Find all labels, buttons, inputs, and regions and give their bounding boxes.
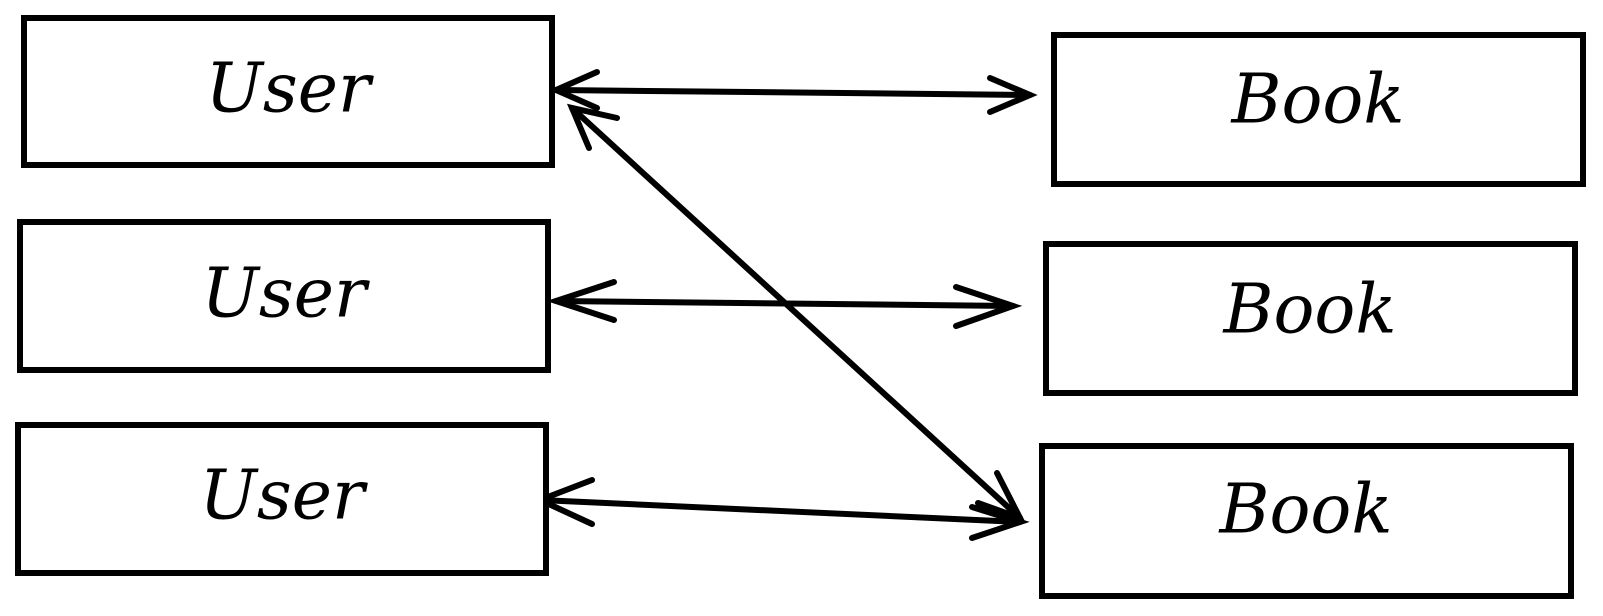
node-label: Book — [1217, 471, 1392, 550]
node-box — [1043, 241, 1578, 396]
edge-user1-book1 — [548, 69, 1038, 115]
arrow-head-right — [969, 504, 1030, 541]
arrow-head-left — [546, 279, 617, 323]
node-label: User — [200, 457, 368, 536]
node-box — [15, 422, 549, 576]
node-book-3: Book — [1039, 443, 1574, 599]
arrow-head-upper — [566, 103, 620, 151]
arrow-head-left — [548, 69, 600, 111]
node-label: User — [206, 50, 374, 129]
node-user-3: User — [15, 422, 549, 576]
arrow-head-right — [953, 284, 1023, 329]
edge-user2-book2 — [546, 279, 1023, 329]
edge-line — [553, 87, 1033, 98]
node-label: User — [202, 255, 370, 334]
node-user-1: User — [21, 15, 555, 168]
node-box — [21, 15, 555, 168]
edge-user1-book3 — [566, 103, 1027, 524]
node-user-2: User — [17, 219, 551, 373]
edge-line — [537, 497, 1023, 525]
node-box — [1051, 32, 1586, 187]
node-box — [1039, 443, 1574, 599]
node-box — [17, 219, 551, 373]
node-label: Book — [1221, 271, 1396, 350]
edge-line — [553, 298, 1016, 309]
edge-user3-book3 — [532, 477, 1030, 541]
arrow-head-lower — [975, 470, 1027, 524]
edge-line — [569, 105, 1023, 521]
node-book-1: Book — [1051, 32, 1586, 187]
node-label: Book — [1229, 61, 1404, 140]
arrow-head-right — [987, 75, 1038, 115]
node-book-2: Book — [1043, 241, 1578, 396]
